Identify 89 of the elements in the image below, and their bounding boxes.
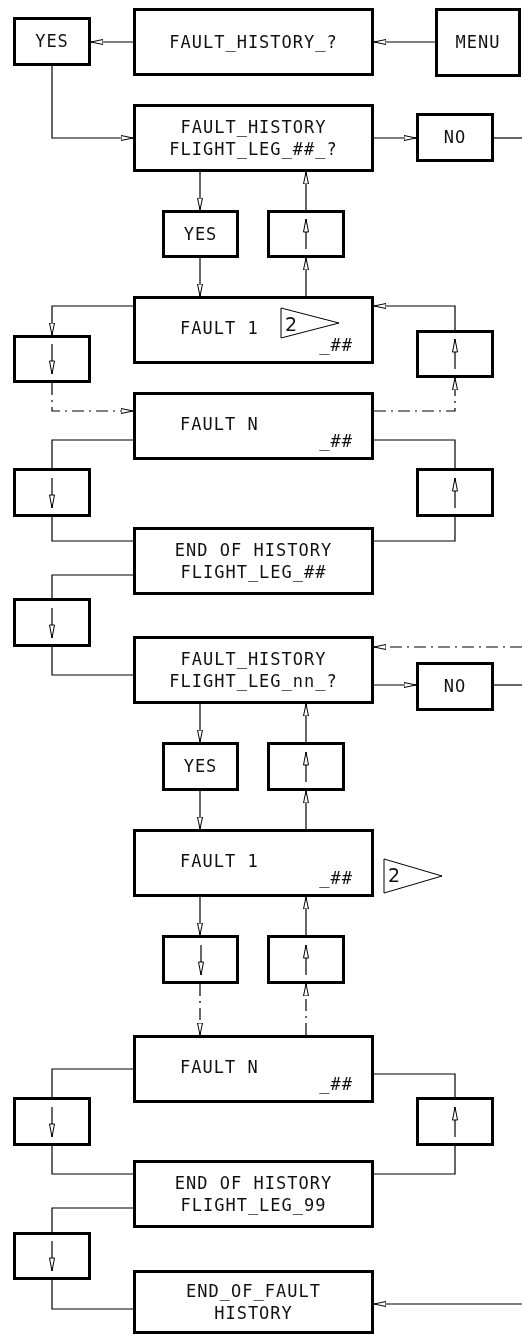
- arrow: [197, 171, 203, 211]
- arrow: [197, 703, 203, 743]
- arrow: [373, 303, 456, 331]
- fault-label: FAULT 1: [180, 317, 259, 340]
- arrow-key-box: [13, 335, 91, 383]
- arrow: [303, 703, 309, 743]
- arrow: [303, 790, 309, 830]
- arrow: [373, 644, 522, 650]
- display-text: FAULT_HISTORY FLIGHT_LEG_nn_?: [168, 647, 339, 693]
- display-box: [435, 8, 521, 77]
- arrow: [303, 257, 309, 297]
- arrow: [90, 39, 134, 45]
- arrow: [373, 39, 436, 45]
- arrow: [51, 65, 134, 141]
- arrow-key-box: [416, 468, 494, 517]
- connector-line: [51, 1279, 134, 1310]
- arrow: [303, 171, 309, 211]
- display-box: [133, 8, 374, 76]
- display-text: YES: [35, 30, 69, 53]
- callout-number: 2: [388, 863, 401, 888]
- display-box: [13, 17, 91, 66]
- connector-line: [373, 1145, 456, 1175]
- callout-flag: [383, 858, 443, 894]
- display-text: FAULT_HISTORY FLIGHT_LEG_##_?: [168, 115, 339, 161]
- arrow-key-box: [416, 330, 494, 378]
- connector-line: [51, 1068, 134, 1098]
- fault-label: FAULT N: [180, 1056, 259, 1079]
- connector-line: [51, 574, 134, 599]
- display-text: END OF HISTORY FLIGHT_LEG_##: [173, 538, 334, 584]
- display-text: END_OF_FAULT HISTORY: [185, 1279, 322, 1325]
- arrow: [373, 682, 417, 688]
- arrow: [197, 983, 203, 1036]
- connector-line: [51, 439, 134, 469]
- connector-line: [493, 684, 522, 686]
- fault-display-box: [133, 296, 374, 364]
- arrow: [303, 896, 309, 936]
- display-box: [133, 1270, 374, 1334]
- display-box: [162, 742, 239, 791]
- callout-number: 2: [285, 312, 298, 337]
- fault-code: _##: [319, 866, 353, 889]
- arrow: [197, 257, 203, 297]
- arrow: [49, 305, 134, 336]
- connector-line: [373, 516, 456, 542]
- connector-line: [373, 1073, 456, 1098]
- arrow-key-box: [13, 1232, 91, 1280]
- display-box: [162, 210, 239, 258]
- connector-line: [51, 516, 134, 542]
- display-box: [133, 636, 374, 704]
- arrow: [373, 377, 458, 412]
- connector-line: [51, 1145, 134, 1175]
- fault-label: FAULT 1: [180, 850, 259, 873]
- fault-code: _##: [319, 333, 353, 356]
- display-box: [416, 662, 494, 711]
- display-text: YES: [183, 755, 218, 778]
- arrow-key-box: [267, 935, 345, 984]
- arrow: [197, 790, 203, 830]
- callout-flag: [280, 307, 340, 339]
- fault-display-box: [133, 829, 374, 897]
- arrow-key-box: [267, 210, 345, 258]
- arrow: [51, 382, 134, 414]
- connector-line: [493, 137, 522, 139]
- display-box: [416, 113, 494, 162]
- arrow: [303, 983, 309, 1036]
- fault-code: _##: [319, 1072, 353, 1095]
- arrow: [197, 896, 203, 936]
- arrow-key-box: [13, 468, 91, 517]
- arrow-key-box: [416, 1097, 494, 1146]
- arrow: [373, 135, 417, 141]
- connector-line: [373, 439, 456, 469]
- display-box: [133, 104, 374, 172]
- connector-line: [51, 1207, 134, 1233]
- arrow-key-box: [13, 598, 91, 647]
- display-text: END OF HISTORY FLIGHT_LEG_99: [173, 1171, 334, 1217]
- fault-label: FAULT N: [180, 413, 259, 436]
- arrow-key-box: [162, 935, 239, 984]
- connector-line: [51, 646, 134, 676]
- display-text: YES: [183, 222, 218, 246]
- fault-code: _##: [319, 429, 353, 452]
- display-text: FAULT_HISTORY_?: [169, 30, 338, 54]
- fault-display-box: [133, 1035, 374, 1103]
- arrow-key-box: [267, 742, 345, 791]
- display-text: MENU: [455, 31, 501, 54]
- fault-display-box: [133, 392, 374, 460]
- display-text: NO: [443, 675, 467, 698]
- arrow: [373, 1301, 522, 1307]
- display-text: NO: [443, 126, 467, 149]
- display-box: [133, 1160, 374, 1228]
- display-box: [133, 527, 374, 595]
- arrow-key-box: [13, 1097, 91, 1146]
